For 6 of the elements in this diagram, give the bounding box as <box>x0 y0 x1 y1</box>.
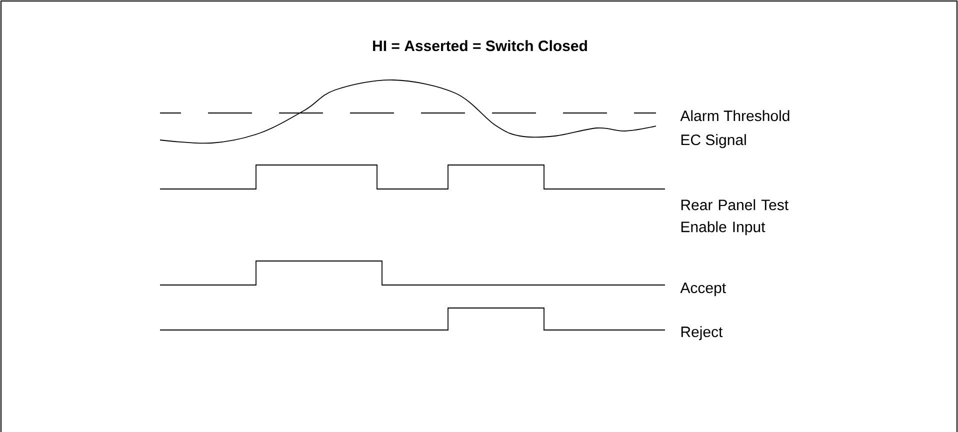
signal-label: Accept <box>680 282 726 296</box>
signal-label: EC Signal <box>681 134 746 148</box>
signal-label: Alarm Threshold <box>680 110 790 122</box>
signal-label: Reject <box>681 326 723 340</box>
signal-label: Rear Panel Test Enable Input <box>681 199 788 236</box>
title: HI = Asserted = Switch Closed <box>373 40 587 52</box>
